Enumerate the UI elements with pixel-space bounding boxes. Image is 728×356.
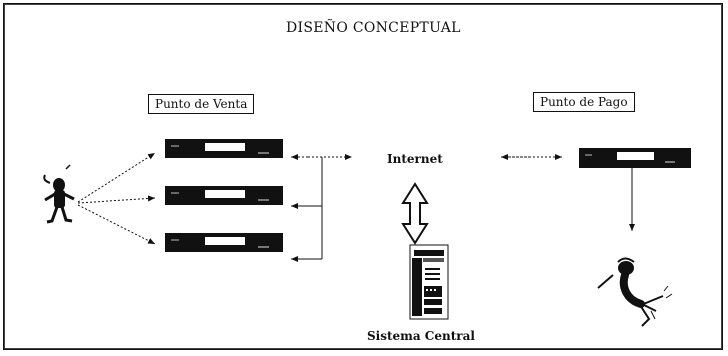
- internet-label: Internet: [387, 152, 443, 166]
- sistema-central-label: Sistema Central: [367, 329, 475, 343]
- punto-de-pago-label: Punto de Pago: [533, 92, 635, 112]
- punto-de-venta-label: Punto de Venta: [148, 94, 255, 114]
- diagram-frame: [3, 3, 723, 350]
- diagram-title: DISEÑO CONCEPTUAL: [286, 20, 461, 36]
